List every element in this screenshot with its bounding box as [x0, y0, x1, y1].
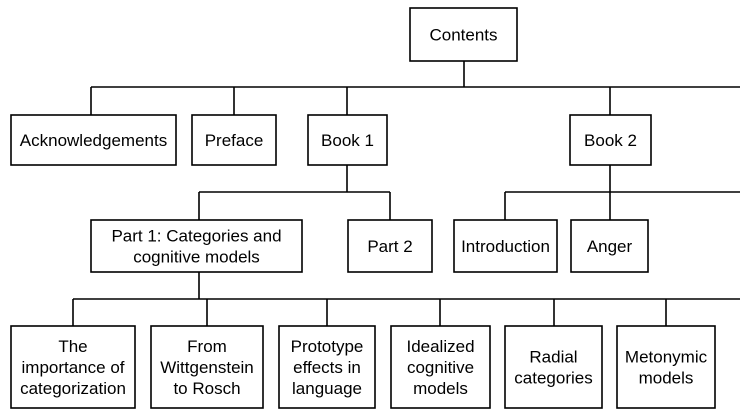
node-introduction-line-1: Introduction [461, 237, 550, 256]
node-importance-label: The importance of categorization [20, 337, 126, 398]
node-part1-box [90, 219, 303, 273]
node-prototype-line-3: language [292, 379, 362, 398]
node-wittgenstein-line-3: to Rosch [173, 379, 240, 398]
node-introduction-label: Introduction [461, 237, 550, 256]
node-preface: Preface [191, 114, 277, 166]
node-acknowledgements-label: Acknowledgements [20, 131, 167, 150]
node-book1-line-1: Book 1 [321, 131, 374, 150]
node-anger: Anger [570, 219, 649, 273]
node-preface-line-1: Preface [205, 131, 264, 150]
node-importance-line-1: The [58, 337, 87, 356]
node-book2-line-1: Book 2 [584, 131, 637, 150]
node-metonymic-label: Metonymic models [625, 348, 708, 388]
node-part2-box [347, 219, 433, 273]
node-idealized: Idealized cognitive models [390, 325, 491, 409]
node-part1-label: Part 1: Categories and cognitive models [111, 227, 281, 267]
node-acknowledgements-line-1: Acknowledgements [20, 131, 167, 150]
node-metonymic: Metonymic models [616, 325, 716, 409]
node-book2: Book 2 [569, 114, 652, 166]
node-prototype-line-2: effects in [293, 358, 361, 377]
node-prototype: Prototype effects in language [278, 325, 376, 409]
node-part2-line-1: Part 2 [367, 237, 412, 256]
node-contents-label: Contents [429, 26, 497, 45]
node-anger-label: Anger [587, 237, 633, 256]
node-idealized-line-2: cognitive [407, 358, 474, 377]
node-introduction: Introduction [453, 219, 558, 273]
node-idealized-box [390, 325, 491, 409]
node-radial-box [504, 325, 603, 409]
node-metonymic-line-2: models [639, 369, 694, 388]
node-radial-line-2: categories [514, 369, 592, 388]
node-preface-label: Preface [205, 131, 264, 150]
node-metonymic-line-1: Metonymic [625, 348, 708, 367]
node-book1: Book 1 [307, 114, 388, 166]
node-acknowledgements: Acknowledgements [10, 114, 177, 166]
node-book2-label: Book 2 [584, 131, 637, 150]
node-book2-box [569, 114, 652, 166]
node-part1: Part 1: Categories and cognitive models [90, 219, 303, 273]
node-wittgenstein-line-1: From [187, 337, 227, 356]
node-preface-box [191, 114, 277, 166]
node-importance-line-3: categorization [20, 379, 126, 398]
node-prototype-label: Prototype effects in language [291, 337, 364, 398]
node-idealized-line-1: Idealized [406, 337, 474, 356]
node-anger-line-1: Anger [587, 237, 633, 256]
node-anger-box [570, 219, 649, 273]
node-book1-label: Book 1 [321, 131, 374, 150]
node-radial: Radial categories [504, 325, 603, 409]
node-acknowledgements-box [10, 114, 177, 166]
node-radial-label: Radial categories [514, 348, 592, 388]
node-wittgenstein-line-2: Wittgenstein [160, 358, 254, 377]
node-importance-box [10, 325, 136, 409]
node-contents-box [409, 7, 518, 62]
node-contents: Contents [409, 7, 518, 62]
node-wittgenstein-box [150, 325, 264, 409]
node-prototype-box [278, 325, 376, 409]
node-importance: The importance of categorization [10, 325, 136, 409]
node-part1-line-2: cognitive models [133, 248, 260, 267]
node-contents-line-1: Contents [429, 26, 497, 45]
node-part2: Part 2 [347, 219, 433, 273]
node-metonymic-box [616, 325, 716, 409]
node-book1-box [307, 114, 388, 166]
node-idealized-label: Idealized cognitive models [406, 337, 474, 398]
node-part2-label: Part 2 [367, 237, 412, 256]
node-idealized-line-3: models [413, 379, 468, 398]
node-part1-line-1: Part 1: Categories and [111, 227, 281, 246]
node-importance-line-2: importance of [22, 358, 125, 377]
node-introduction-box [453, 219, 558, 273]
node-prototype-line-1: Prototype [291, 337, 364, 356]
node-radial-line-1: Radial [529, 348, 577, 367]
tree-connectors [72, 61, 740, 326]
